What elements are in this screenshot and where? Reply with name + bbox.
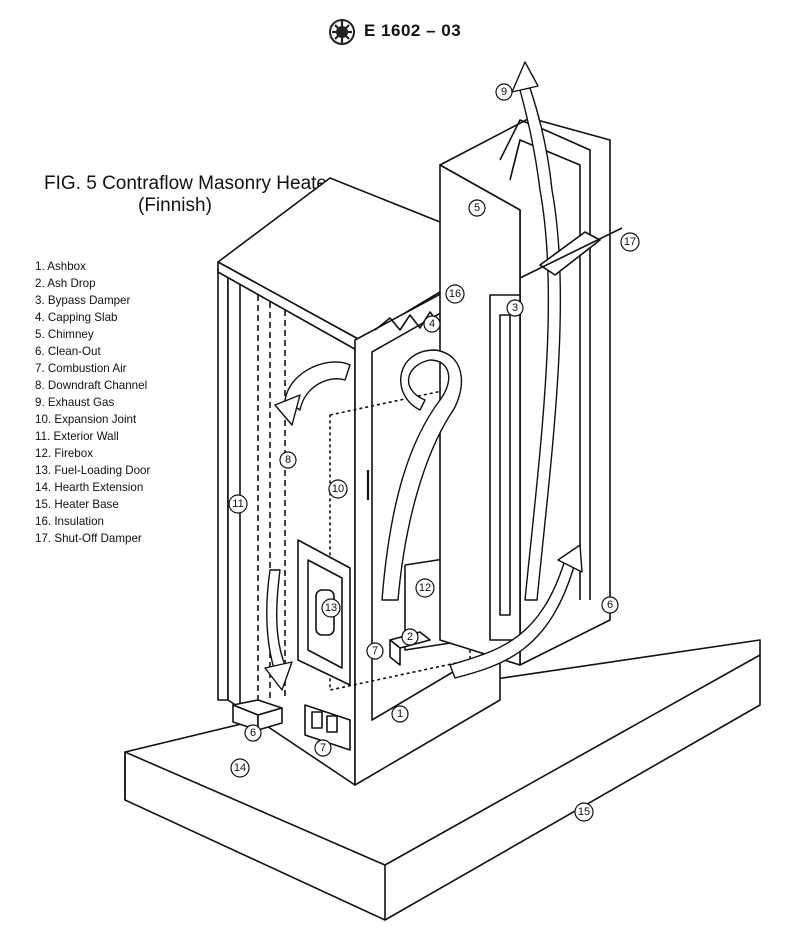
- figure-title-main: FIG. 5 Contraflow Masonry Heater: [44, 173, 334, 194]
- callout-10-label: 10: [332, 483, 344, 495]
- chimney: [439, 117, 611, 666]
- callout-15-label: 15: [578, 806, 590, 818]
- clean-out: [232, 699, 283, 731]
- callout-7-lower-label: 7: [320, 742, 326, 754]
- callout-11-label: 11: [232, 498, 243, 510]
- callout-17-label: 17: [624, 236, 636, 248]
- callouts: 1 2 3 4 5 6 6 7 7 8 9 10 11 12 13 14 15 …: [228, 83, 640, 822]
- legend-list: 1. Ashbox 2. Ash Drop 3. Bypass Damper 4…: [35, 258, 150, 547]
- callout-5-label: 5: [474, 202, 480, 214]
- callout-17: 17: [620, 232, 640, 252]
- callout-8-label: 8: [285, 454, 291, 466]
- callout-14-label: 14: [234, 762, 246, 774]
- callout-12-label: 12: [419, 582, 431, 594]
- legend-item: 5. Chimney: [35, 328, 94, 341]
- legend-item: 8. Downdraft Channel: [35, 379, 148, 392]
- callout-5: 5: [468, 199, 486, 217]
- ashbox: [304, 704, 351, 751]
- callout-16: 16: [445, 284, 465, 304]
- legend-item: 4. Capping Slab: [35, 311, 118, 324]
- legend-item: 13. Fuel-Loading Door: [35, 464, 151, 477]
- callout-9-label: 9: [501, 86, 507, 98]
- callout-10: 10: [328, 479, 348, 499]
- legend-item: 9. Exhaust Gas: [35, 396, 115, 409]
- legend-item: 15. Heater Base: [35, 498, 119, 511]
- callout-6-left-label: 6: [250, 727, 256, 739]
- document-number: E 1602 – 03: [364, 21, 462, 40]
- callout-9: 9: [495, 83, 513, 101]
- legend-item: 14. Hearth Extension: [35, 481, 144, 494]
- callout-3: 3: [506, 299, 524, 317]
- callout-11: 11: [228, 494, 248, 514]
- callout-3-label: 3: [512, 302, 518, 314]
- callout-13-label: 13: [325, 602, 337, 614]
- callout-2: 2: [401, 628, 419, 646]
- page-header: E 1602 – 03: [0, 18, 800, 48]
- callout-13: 13: [321, 598, 341, 618]
- callout-16-label: 16: [449, 288, 461, 300]
- callout-1: 1: [391, 705, 409, 723]
- callout-8: 8: [279, 451, 297, 469]
- legend-item: 16. Insulation: [35, 515, 104, 528]
- legend-item: 12. Firebox: [35, 447, 93, 460]
- legend-item: 3. Bypass Damper: [35, 294, 131, 307]
- callout-15: 15: [574, 802, 594, 822]
- callout-7-lower: 7: [314, 739, 332, 757]
- callout-14: 14: [230, 758, 250, 778]
- callout-2-label: 2: [407, 631, 413, 643]
- figure-subtitle: (Finnish): [138, 195, 212, 216]
- callout-12: 12: [415, 578, 435, 598]
- astm-logo-icon: [329, 19, 355, 45]
- callout-4-label: 4: [429, 318, 435, 330]
- callout-7-upper: 7: [366, 642, 384, 660]
- figure-title: FIG. 5 Contraflow Masonry Heater (Finnis…: [44, 173, 333, 217]
- callout-1-label: 1: [397, 708, 403, 720]
- legend-item: 11. Exterior Wall: [35, 430, 119, 443]
- callout-7-upper-label: 7: [372, 645, 378, 657]
- callout-6-left: 6: [244, 724, 262, 742]
- legend-item: 10. Expansion Joint: [35, 413, 137, 426]
- legend-item: 1. Ashbox: [35, 260, 86, 273]
- legend-item: 7. Combustion Air: [35, 362, 127, 375]
- callout-4: 4: [423, 315, 441, 333]
- gas-flow-arrows: [264, 61, 583, 691]
- callout-6-right: 6: [601, 596, 619, 614]
- legend-item: 2. Ash Drop: [35, 277, 96, 290]
- legend-item: 17. Shut-Off Damper: [35, 532, 142, 545]
- legend-item: 6. Clean-Out: [35, 345, 101, 358]
- callout-6-right-label: 6: [607, 599, 613, 611]
- shut-off-damper: [519, 227, 623, 279]
